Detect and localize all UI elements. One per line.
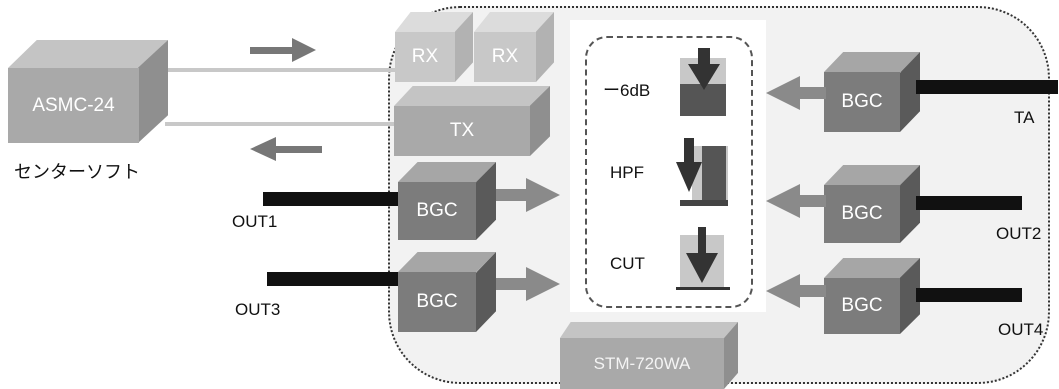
bgc-out4-label: BGC — [824, 278, 900, 334]
arrow-in-left-1 — [496, 178, 560, 212]
filter-cut-label: CUT — [610, 254, 645, 273]
bgc-out2-box: BGC — [824, 165, 920, 243]
cable-out3 — [267, 272, 402, 286]
bgc-out3-box: BGC — [398, 252, 496, 332]
rx-label-1: RX — [395, 32, 455, 82]
cut-icon — [676, 227, 730, 290]
rx-box-1: RX — [395, 12, 473, 82]
tx-label: TX — [394, 106, 530, 156]
rx-box-2: RX — [474, 12, 554, 82]
link-line-upper — [165, 68, 400, 72]
bgc-out2-label: BGC — [824, 185, 900, 243]
stm-device-label: STM-720WA — [560, 338, 724, 389]
left-flow-arrow — [250, 137, 322, 161]
bgc-out1-label: BGC — [398, 182, 476, 240]
cable-out2 — [916, 196, 1022, 210]
cable-out4 — [916, 288, 1022, 302]
cable-ta — [916, 80, 1058, 94]
rx-label-2: RX — [474, 32, 536, 82]
port-out4-label: OUT4 — [998, 320, 1044, 339]
bgc-out4-box: BGC — [824, 258, 920, 334]
port-out1-label: OUT1 — [232, 212, 278, 231]
arrow-in-right-ta — [766, 76, 826, 110]
filter-hpf-label: HPF — [610, 163, 644, 182]
flow-arrows — [250, 38, 322, 161]
filter-attenuate-label: ー6dB — [603, 81, 651, 100]
port-out3-label: OUT3 — [235, 300, 281, 319]
arrow-in-right-out4 — [766, 274, 826, 308]
port-out2-label: OUT2 — [996, 224, 1042, 243]
link-line-lower — [165, 122, 395, 126]
tx-box: TX — [394, 86, 550, 156]
asmc-label: ASMC-24 — [8, 68, 139, 143]
attenuate-6db-icon — [676, 48, 728, 118]
bgc-out1-box: BGC — [398, 162, 496, 240]
port-ta-label: TA — [1014, 108, 1035, 127]
asmc-box: ASMC-24 — [8, 40, 168, 143]
bgc-ta-label: BGC — [824, 72, 900, 132]
arrow-in-right-out2 — [766, 184, 826, 218]
stm-device-box: STM-720WA — [560, 322, 738, 389]
cable-out1 — [263, 192, 403, 206]
filter-group-outline — [585, 36, 753, 308]
bgc-out3-label: BGC — [398, 272, 476, 332]
high-pass-filter-icon — [676, 138, 728, 206]
software-caption: センターソフト — [14, 162, 140, 182]
arrow-in-left-2 — [496, 267, 560, 301]
right-flow-arrow — [250, 38, 316, 62]
bgc-ta-box: BGC — [824, 52, 920, 132]
filter-area-background — [570, 20, 766, 312]
